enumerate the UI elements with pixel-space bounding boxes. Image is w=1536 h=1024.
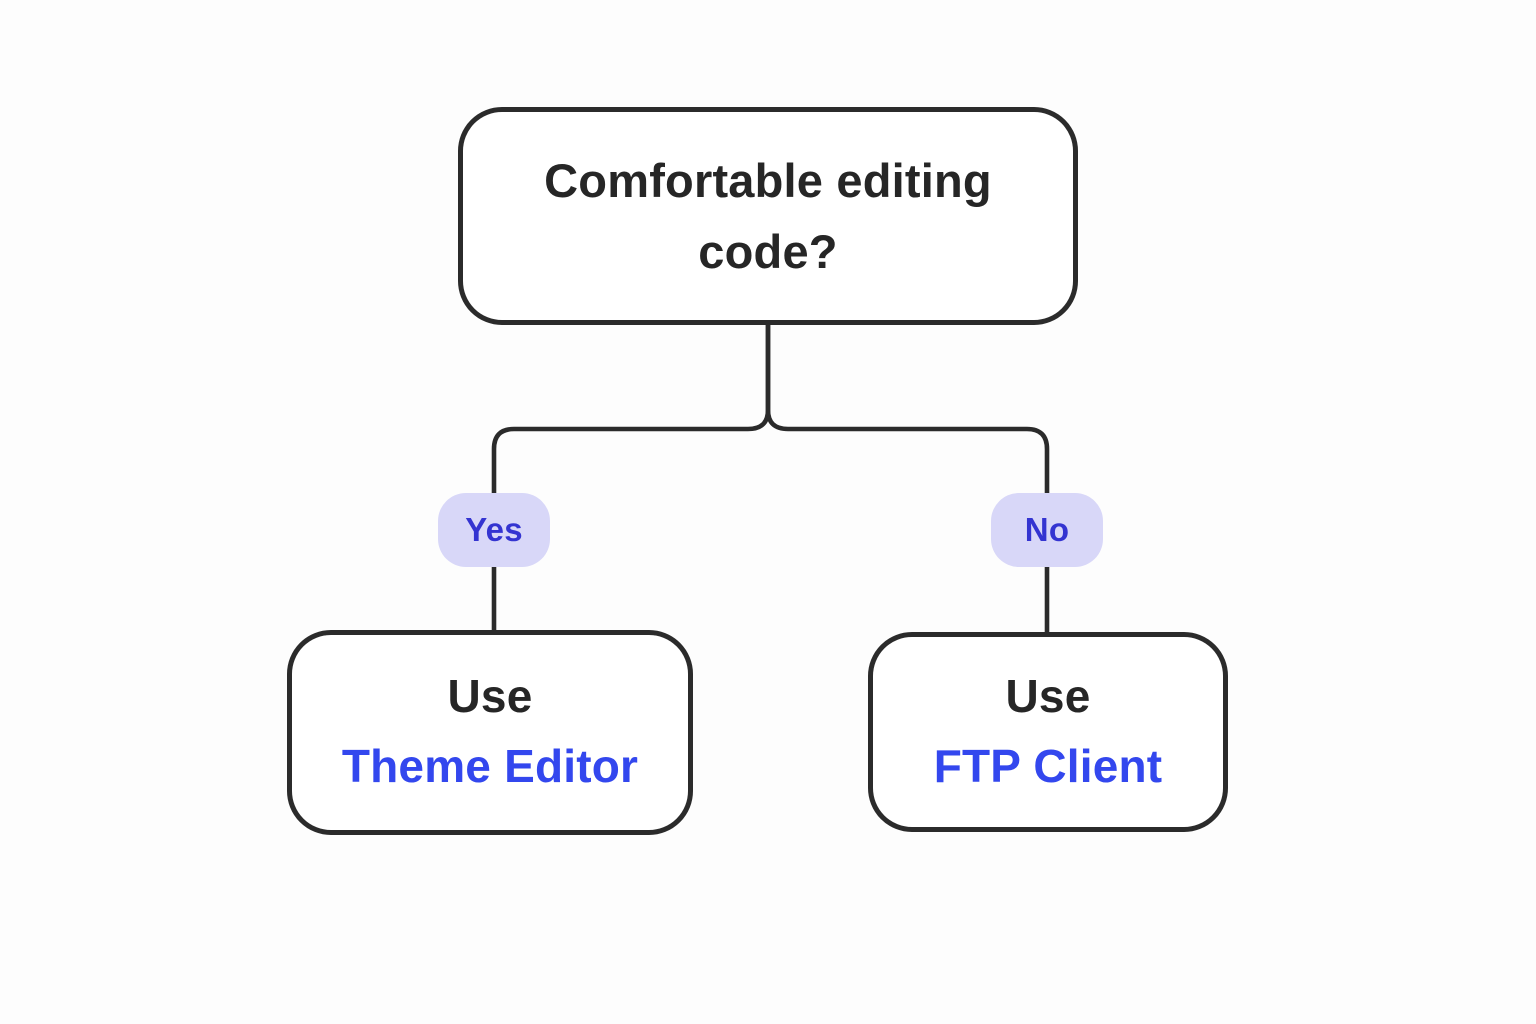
result-node-theme-editor: Use Theme Editor	[287, 630, 693, 835]
connector-decision-to-yes	[491, 322, 771, 496]
decision-node: Comfortable editing code?	[458, 107, 1078, 325]
decision-node-label: Comfortable editing code?	[544, 153, 992, 278]
result-ftp-client-line2: FTP Client	[933, 739, 1163, 792]
yes-branch-pill: Yes	[438, 493, 550, 567]
result-theme-editor-line2: Theme Editor	[341, 740, 639, 793]
yes-branch-label: Yes	[465, 511, 523, 548]
connector-decision-to-no	[765, 322, 1050, 496]
no-branch-label: No	[1024, 511, 1070, 548]
no-branch-pill: No	[991, 493, 1103, 567]
result-theme-editor-line1: Use	[447, 670, 533, 723]
result-node-ftp-client: Use FTP Client	[868, 632, 1228, 832]
result-ftp-client-line1: Use	[1005, 669, 1091, 722]
